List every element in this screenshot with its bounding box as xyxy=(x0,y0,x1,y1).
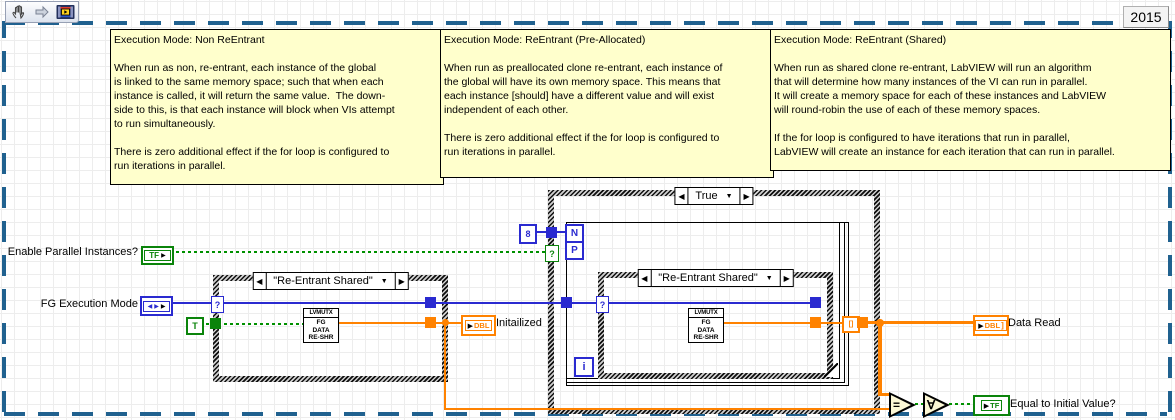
equal-initial-indicator[interactable]: ▶ TF xyxy=(973,395,1010,416)
parallel-count-constant[interactable]: 8 xyxy=(519,224,537,244)
boolean-wire xyxy=(200,323,304,325)
tunnel-i32[interactable] xyxy=(546,227,557,238)
comment-reentrant-shared[interactable]: Execution Mode: ReEntrant (Shared) When … xyxy=(770,29,1171,171)
case-dropdown-icon[interactable]: ▼ xyxy=(380,277,388,285)
tunnel-dbl[interactable] xyxy=(810,317,821,328)
input-arrow-icon: ▶ xyxy=(467,322,473,330)
case-left-selector-value: "Re-Entrant Shared" xyxy=(273,275,373,287)
tools-palette xyxy=(5,1,79,23)
case-dropdown-icon[interactable]: ▼ xyxy=(725,192,733,200)
case-outer-selector[interactable]: ◀ True ▼ ▶ xyxy=(674,187,754,205)
wire-junction xyxy=(442,319,449,326)
case-next-icon[interactable]: ▶ xyxy=(743,191,750,201)
data-read-indicator[interactable]: ▶ DBL ] xyxy=(973,315,1009,336)
for-loop-iteration-terminal[interactable]: i xyxy=(574,357,594,377)
enum-left-arrow-icon: ◀ xyxy=(147,303,153,310)
dbl-wire xyxy=(444,408,891,410)
fg-execution-mode-label: FG Execution Mode xyxy=(40,298,138,310)
case-inner-selector-value: "Re-Entrant Shared" xyxy=(658,272,758,284)
case-outer-selector-value: True xyxy=(695,190,718,202)
dbl-array-wire xyxy=(868,321,973,324)
initialized-label: Initailized xyxy=(496,317,542,329)
fg-execution-mode-control[interactable]: ◀ ▶ ▶ xyxy=(140,296,173,316)
for-loop-fold-corner-icon xyxy=(824,363,838,377)
input-arrow-icon: ▶ xyxy=(983,402,990,410)
output-arrow-icon: ▶ xyxy=(161,253,166,259)
boolean-wire xyxy=(915,403,924,405)
input-arrow-icon: ▶ xyxy=(978,322,984,330)
pan-hand-icon[interactable] xyxy=(9,3,29,21)
selection-dash-top xyxy=(4,21,1167,25)
case-next-icon[interactable]: ▶ xyxy=(398,276,405,286)
data-read-label: Data Read xyxy=(1008,317,1061,329)
case-left-selector-terminal[interactable]: ? xyxy=(211,296,224,313)
tunnel-enum[interactable] xyxy=(810,297,821,308)
case-left-selector[interactable]: ◀ "Re-Entrant Shared" ▼ ▶ xyxy=(252,272,409,290)
for-loop-parallel-terminal[interactable]: P xyxy=(565,241,584,260)
dbl-wire xyxy=(821,322,845,324)
dbl-array-wire xyxy=(878,322,882,396)
comment-reentrant-preallocated[interactable]: Execution Mode: ReEntrant (Pre-Allocated… xyxy=(440,29,774,178)
initialized-indicator[interactable]: ▶ DBL xyxy=(461,315,496,336)
boolean-wire xyxy=(170,251,548,253)
case-next-icon[interactable]: ▶ xyxy=(783,273,790,283)
tunnel-enum[interactable] xyxy=(561,297,572,308)
tunnel-dbl-array[interactable] xyxy=(857,317,868,328)
equal-node[interactable]: = xyxy=(889,392,916,418)
true-constant[interactable]: T xyxy=(186,317,204,335)
tf-glyph: TF xyxy=(149,251,160,260)
enable-parallel-tf-control[interactable]: TF ▶ xyxy=(141,246,174,265)
enum-wire xyxy=(169,302,816,304)
case-outer-selector-terminal[interactable]: ? xyxy=(545,245,559,262)
boolean-wire xyxy=(949,403,973,405)
position-arrow-icon[interactable] xyxy=(32,3,52,21)
case-dropdown-icon[interactable]: ▼ xyxy=(765,274,773,282)
enum-right-arrow-icon: ▶ xyxy=(154,303,159,310)
comment-non-reentrant[interactable]: Execution Mode: Non ReEntrant When run a… xyxy=(110,29,444,185)
enable-parallel-label: Enable Parallel Instances? xyxy=(7,246,138,258)
vi-block-icon[interactable] xyxy=(55,3,75,21)
wire-junction xyxy=(876,319,884,327)
selection-dash-bottom xyxy=(4,412,1167,416)
equal-initial-label: Equal to Initial Value? xyxy=(1010,398,1116,410)
selection-dash-left xyxy=(2,21,6,412)
case-inner-selector[interactable]: ◀ "Re-Entrant Shared" ▼ ▶ xyxy=(637,269,794,287)
dbl-wire xyxy=(337,322,425,324)
dbl-wire xyxy=(722,322,810,324)
tunnel-boolean[interactable] xyxy=(210,318,221,329)
and-array-elements-node[interactable]: ∀ xyxy=(923,392,950,418)
case-inner-selector-terminal[interactable]: ? xyxy=(596,296,609,313)
tunnel-dbl[interactable] xyxy=(425,317,436,328)
version-label: 2015 xyxy=(1123,6,1169,28)
output-arrow-icon: ▶ xyxy=(160,303,166,310)
case-prev-icon[interactable]: ◀ xyxy=(641,273,648,283)
tunnel-enum[interactable] xyxy=(425,297,436,308)
case-prev-icon[interactable]: ◀ xyxy=(256,276,263,286)
case-prev-icon[interactable]: ◀ xyxy=(678,191,685,201)
dbl-array-wire xyxy=(878,393,890,396)
dbl-wire xyxy=(444,324,446,409)
selection-dash-right xyxy=(1168,21,1172,412)
